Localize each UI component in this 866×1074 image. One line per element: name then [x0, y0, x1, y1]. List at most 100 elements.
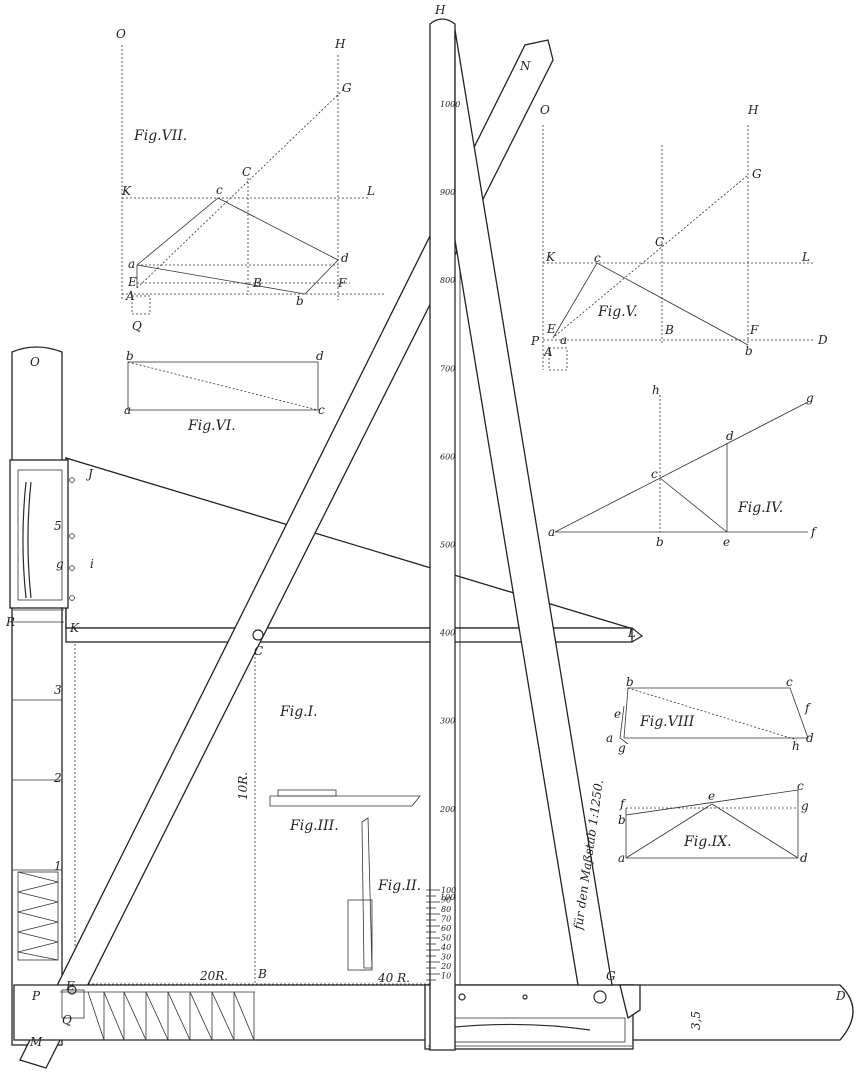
fig5-label-g: G	[752, 167, 762, 181]
scale-tick-label: 800	[440, 276, 455, 285]
dim-3-5: 3,5	[689, 1011, 703, 1030]
fig-iii-diagram: Fig.III.	[269, 789, 421, 834]
label-i: i	[90, 557, 94, 571]
scale-tick-label: 300	[440, 717, 455, 726]
fig8-label-d: d	[806, 731, 814, 745]
dim-40r: 40 R.	[377, 971, 410, 985]
fig5-label-a-upper: A	[543, 345, 553, 359]
fig-ii-diagram: Fig.II.	[347, 817, 421, 971]
small-scale-tick-label: 60	[441, 924, 451, 933]
scale-tick-label: 400	[439, 629, 455, 638]
label-one: 1	[54, 859, 62, 873]
scale-tick-label: 1000	[440, 100, 460, 109]
fig5-label-p: P	[530, 334, 540, 348]
fig7-label-f: F	[337, 276, 347, 290]
fig4-label-g: g	[806, 391, 814, 405]
fig-v-diagram: O H G C K L c E B F D A P a b Fig.V.	[530, 103, 828, 371]
fig4-label-a: a	[548, 525, 555, 539]
fig4-label-h: h	[652, 383, 660, 397]
fig6-label-c: c	[318, 403, 325, 417]
dim-20r: 20R.	[199, 969, 228, 983]
small-scale-tick-label: 40	[440, 943, 451, 952]
fig5-label-b: b	[745, 344, 753, 358]
fig4-label-b: b	[656, 535, 664, 549]
fig-ix-diagram: f b e c g a d Fig.IX.	[618, 779, 809, 865]
label-b: B	[257, 967, 267, 981]
fig5-title: Fig.V.	[597, 304, 638, 320]
fig7-label-o: O	[116, 27, 126, 41]
label-g-small: g	[56, 557, 64, 571]
label-h: H	[434, 3, 446, 17]
fig5-label-b-upper: B	[664, 323, 674, 337]
label-p: P	[31, 989, 41, 1003]
fig7-title: Fig.VII.	[133, 128, 187, 144]
fig-iv-diagram: h g d c a b e f Fig.IV.	[548, 383, 818, 549]
label-k: K	[69, 621, 80, 635]
fig3-title: Fig.III.	[289, 818, 339, 834]
fig8-label-e: e	[614, 707, 621, 721]
fig9-label-a: a	[618, 851, 625, 865]
inclined-rule-g	[454, 29, 613, 986]
scale-tick-label: 600	[440, 452, 455, 461]
label-m: M	[29, 1035, 43, 1049]
fig4-label-c: c	[651, 467, 658, 481]
fig8-label-h: h	[792, 739, 800, 753]
fig5-label-c: c	[594, 251, 601, 265]
label-d: D	[835, 989, 846, 1003]
fig4-label-d: d	[726, 429, 734, 443]
fig5-label-h: H	[747, 103, 759, 117]
fig5-label-e: E	[546, 322, 556, 336]
fig7-label-h: H	[334, 37, 346, 51]
label-two: 2	[53, 771, 62, 785]
fig8-label-f: f	[804, 701, 812, 715]
label-r: R	[5, 615, 15, 629]
bar-kl	[65, 627, 633, 643]
fig7-label-c-lower: c	[216, 183, 223, 197]
fig9-label-g: g	[801, 799, 809, 813]
label-q: Q	[62, 1013, 72, 1027]
fig7-label-e: E	[127, 275, 137, 289]
fig9-label-b: b	[618, 813, 626, 827]
label-l: L	[627, 626, 636, 640]
scale-tick-label: 700	[440, 364, 455, 373]
fig5-label-l: L	[801, 250, 810, 264]
small-scale-tick-label: 100	[441, 886, 456, 895]
fig9-label-d: d	[800, 851, 808, 865]
fig7-label-d: d	[341, 251, 349, 265]
fig7-label-c-upper: C	[242, 165, 251, 179]
label-g: G	[606, 969, 616, 983]
dim-10r: 10R.	[236, 772, 250, 800]
fig9-title: Fig.IX.	[683, 834, 732, 850]
fig-vi-diagram: b d a c Fig.VI.	[124, 349, 325, 434]
fig4-label-e: e	[723, 535, 730, 549]
small-scale-tick-label: 10	[441, 972, 451, 981]
fig5-label-c-upper: C	[655, 235, 664, 249]
small-scale-tick-label: 90	[441, 896, 451, 905]
fig7-label-b: b	[296, 294, 304, 308]
label-c: C	[254, 644, 263, 658]
small-scale-tick-label: 50	[441, 934, 451, 943]
label-five: 5	[54, 519, 62, 533]
label-e: E	[65, 979, 75, 993]
scale-tick-label: 200	[439, 805, 455, 814]
fig8-label-a: a	[606, 731, 613, 745]
fig8-label-b: b	[626, 675, 634, 689]
small-scale-tick-label: 30	[441, 953, 451, 962]
fig5-label-a: a	[560, 333, 567, 347]
label-o: O	[30, 355, 40, 369]
label-three: 3	[54, 683, 62, 697]
fig4-label-f: f	[810, 525, 818, 539]
fig7-label-a: a	[128, 257, 135, 271]
fig4-title: Fig.IV.	[737, 500, 783, 516]
fig8-label-g: g	[618, 741, 626, 755]
scale-tick-label: 100	[440, 893, 455, 902]
fig6-title: Fig.VI.	[187, 418, 236, 434]
fig9-label-e: e	[708, 789, 715, 803]
fig7-label-k: K	[121, 184, 132, 198]
scale-tick-label: 500	[440, 541, 455, 550]
small-scale-tick-label: 80	[441, 905, 451, 914]
fig2-title: Fig.II.	[377, 878, 421, 894]
fig7-label-q: Q	[132, 319, 142, 333]
